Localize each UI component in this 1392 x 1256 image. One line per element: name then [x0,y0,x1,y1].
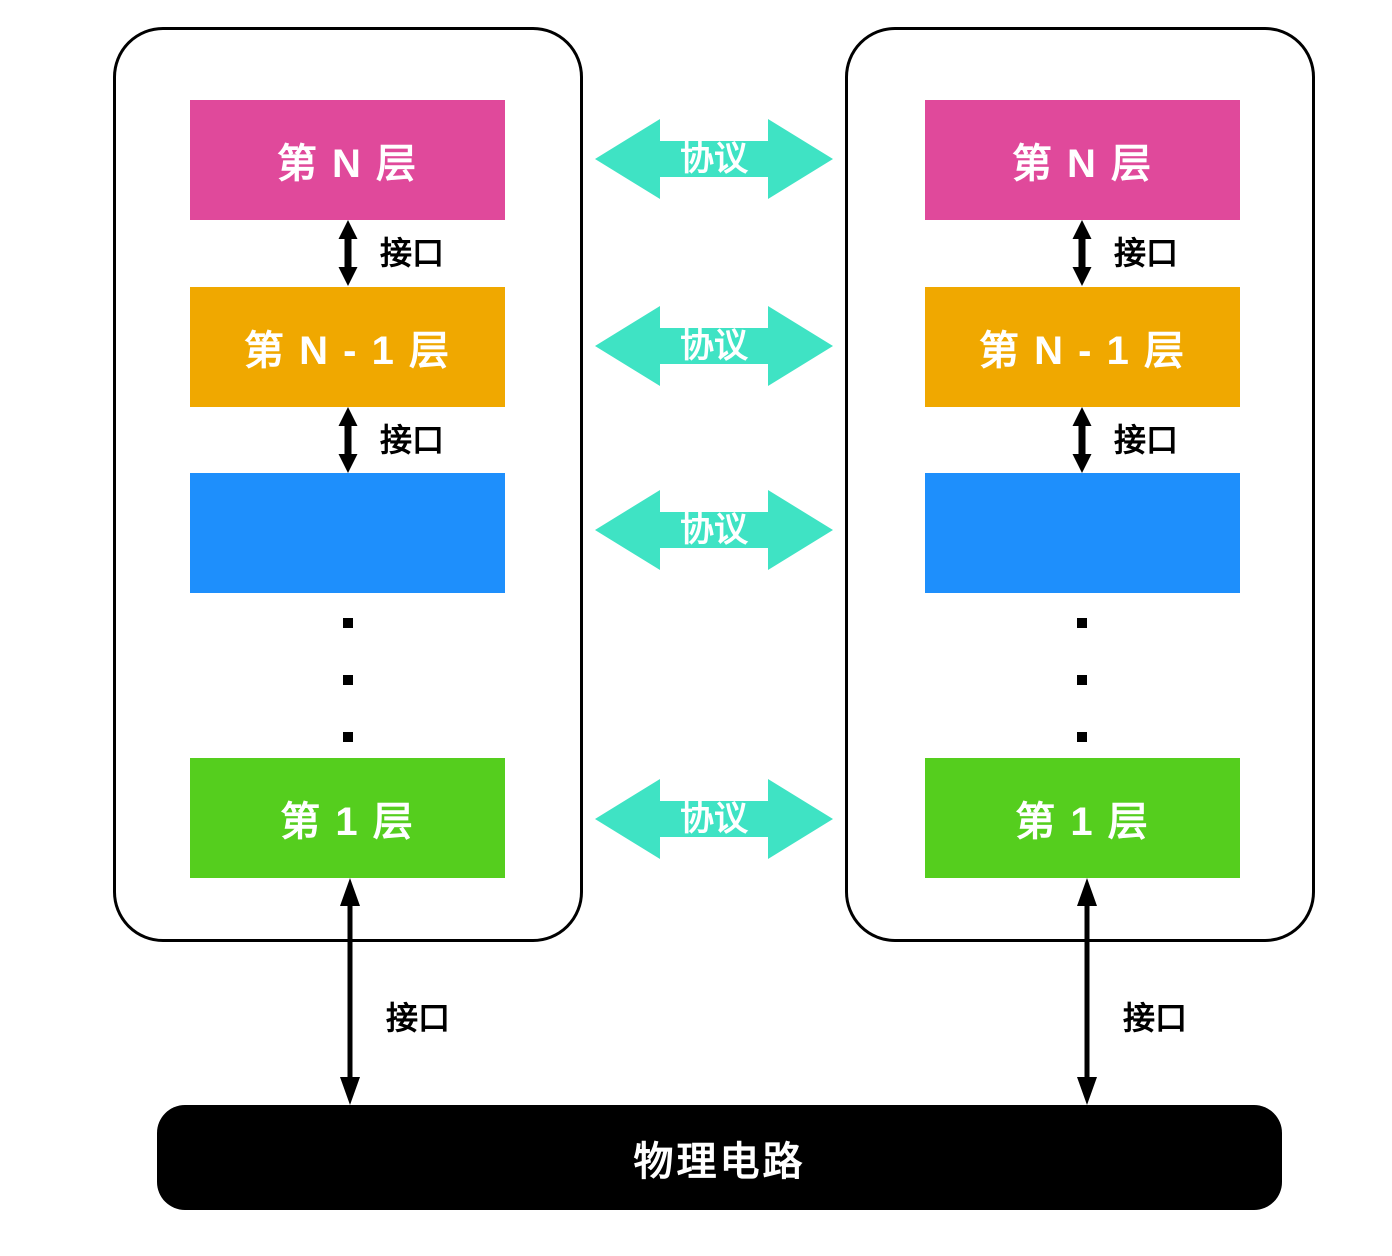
layer-box-1-left: 第 1 层 [190,758,505,878]
layer-box-n-left: 第 N 层 [190,100,505,220]
interface-label: 接口 [380,422,445,458]
protocol-arrow-row-mid: 协议 [595,490,833,570]
ellipsis-dot [1077,675,1087,685]
layer-box-mid-right [925,473,1240,593]
physical-circuit-label: 物理电路 [633,1139,806,1184]
protocol-label: 协议 [680,327,748,365]
layer-box-1-right: 第 1 层 [925,758,1240,878]
protocol-arrow-icon [595,119,833,199]
layer-box-mid-left [190,473,505,593]
interface-arrow-icon [338,407,358,473]
interface-label: 接口 [1114,235,1179,271]
physical-circuit-bar: 物理电路 [157,1105,1282,1210]
interface-label: 接口 [1123,1000,1188,1036]
interface-arrow-icon [1072,407,1092,473]
layer-box-n1-right: 第 N - 1 层 [925,287,1240,407]
layer-box-n-right: 第 N 层 [925,100,1240,220]
interface-arrow-icon [1072,220,1092,286]
protocol-arrow-icon [595,779,833,859]
interface-label: 接口 [380,235,445,271]
ellipsis-dot [343,732,353,742]
ellipsis-dot [343,675,353,685]
protocol-label: 协议 [680,511,748,549]
protocol-arrow-row-n1: 协议 [595,306,833,386]
protocol-label: 协议 [680,800,748,838]
interface-arrow-icon [1077,878,1097,1105]
protocol-arrow-icon [595,306,833,386]
interface-label: 接口 [1114,422,1179,458]
layer-box-n1-left: 第 N - 1 层 [190,287,505,407]
protocol-arrow-icon [595,490,833,570]
protocol-arrow-row-n: 协议 [595,119,833,199]
ellipsis-dot [1077,732,1087,742]
ellipsis-dot [1077,618,1087,628]
protocol-arrow-row-1: 协议 [595,779,833,859]
interface-arrow-icon [340,878,360,1105]
protocol-label: 协议 [680,140,748,178]
interface-arrow-icon [338,220,358,286]
interface-label: 接口 [386,1000,451,1036]
ellipsis-dot [343,618,353,628]
